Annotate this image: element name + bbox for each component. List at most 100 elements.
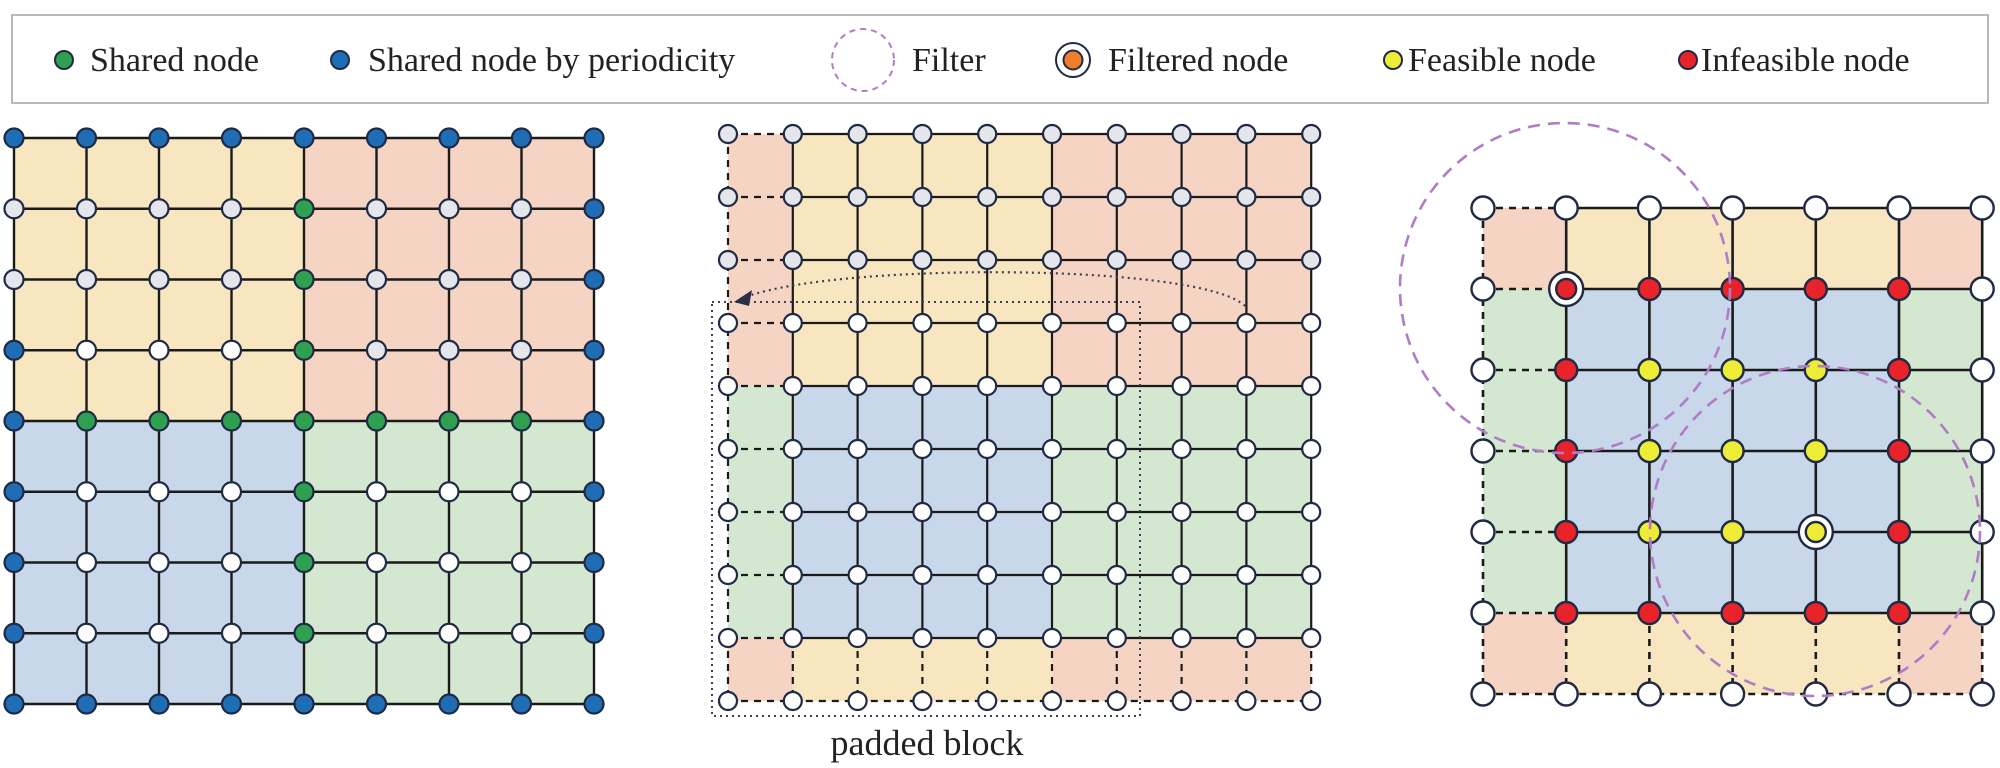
grid-node bbox=[1969, 357, 1995, 383]
grid-node bbox=[1106, 690, 1127, 712]
grid-node bbox=[1106, 123, 1127, 145]
grid-node bbox=[717, 438, 739, 460]
grid-node bbox=[782, 690, 803, 712]
grid-node bbox=[220, 268, 243, 291]
shared-node bbox=[365, 410, 388, 432]
grid-node bbox=[977, 564, 998, 586]
grid-node bbox=[1041, 564, 1063, 586]
infeasible-node bbox=[1886, 600, 1912, 626]
grid-node bbox=[365, 551, 388, 574]
grid-node bbox=[220, 622, 243, 644]
arrow-head-icon bbox=[734, 290, 752, 306]
grid-node bbox=[912, 375, 933, 397]
grid-node bbox=[75, 339, 98, 361]
grid-node bbox=[912, 627, 933, 649]
padded-block-caption: padded block bbox=[831, 723, 1024, 763]
grid-node bbox=[148, 339, 170, 361]
periodic-node bbox=[3, 622, 25, 644]
grid-node bbox=[1236, 249, 1257, 271]
legend-label-filtered: Filtered node bbox=[1108, 42, 1288, 79]
periodic-node bbox=[293, 693, 315, 715]
periodic-node bbox=[583, 127, 605, 149]
shared-node bbox=[510, 410, 533, 432]
grid-node bbox=[1969, 276, 1995, 302]
grid-node bbox=[1969, 600, 1995, 626]
grid-node bbox=[365, 198, 388, 220]
shared-node bbox=[293, 339, 315, 361]
grid-node bbox=[75, 622, 98, 644]
grid-node bbox=[1236, 690, 1257, 712]
grid-node bbox=[847, 312, 868, 334]
grid-node bbox=[1470, 195, 1496, 221]
grid-node bbox=[1301, 690, 1322, 712]
grid-node bbox=[1636, 195, 1663, 221]
padded-region bbox=[1899, 613, 1983, 694]
grid-node bbox=[1553, 681, 1579, 707]
periodic-node bbox=[365, 127, 388, 149]
periodic-node bbox=[583, 268, 605, 291]
grid-node bbox=[365, 481, 388, 503]
grid-node bbox=[912, 501, 933, 523]
grid-node bbox=[912, 690, 933, 712]
filtered-node bbox=[1554, 277, 1578, 301]
grid-node bbox=[1470, 600, 1496, 626]
infeasible-node bbox=[1720, 600, 1745, 626]
grid-node bbox=[438, 622, 460, 644]
grid-node bbox=[1719, 681, 1746, 707]
grid-node bbox=[717, 186, 739, 208]
feasible-node bbox=[1637, 357, 1662, 383]
grid-node bbox=[1171, 501, 1192, 523]
periodic-node bbox=[75, 693, 98, 715]
periodic-node bbox=[583, 410, 605, 432]
grid-node bbox=[847, 690, 868, 712]
grid-node bbox=[782, 438, 803, 460]
filtered-node-swatch bbox=[1062, 49, 1084, 71]
grid-node bbox=[912, 438, 933, 460]
grid-node bbox=[847, 564, 868, 586]
grid-node bbox=[847, 375, 868, 397]
grid-node bbox=[148, 268, 170, 291]
feasible-node bbox=[1637, 438, 1662, 464]
grid-node bbox=[717, 690, 739, 712]
grid-node bbox=[1171, 375, 1192, 397]
periodic-node bbox=[583, 693, 605, 715]
infeasible-node bbox=[1553, 357, 1579, 383]
periodic-node bbox=[3, 693, 25, 715]
periodic-node bbox=[220, 693, 243, 715]
grid-node bbox=[1301, 312, 1322, 334]
legend-label-feasible: Feasible node bbox=[1408, 42, 1596, 79]
grid-node bbox=[847, 501, 868, 523]
shared-node bbox=[220, 410, 243, 432]
grid-node bbox=[3, 198, 25, 220]
grid-node bbox=[1236, 186, 1257, 208]
grid-node bbox=[1470, 681, 1496, 707]
periodic-node bbox=[148, 693, 170, 715]
grid-node bbox=[1041, 375, 1063, 397]
grid-node bbox=[912, 123, 933, 145]
shared-node-swatch bbox=[54, 50, 74, 70]
panel-padded-block bbox=[711, 123, 1322, 717]
grid-node bbox=[510, 622, 533, 644]
infeasible-node bbox=[1553, 519, 1579, 545]
grid-node bbox=[782, 249, 803, 271]
periodic-node bbox=[510, 127, 533, 149]
grid-node bbox=[1969, 519, 1995, 545]
padded-region bbox=[1483, 613, 1567, 694]
feasible-node bbox=[1720, 357, 1745, 383]
grid-node bbox=[1470, 519, 1496, 545]
grid-node bbox=[438, 339, 460, 361]
grid-node bbox=[220, 481, 243, 503]
periodic-node bbox=[583, 622, 605, 644]
grid-node bbox=[1886, 681, 1912, 707]
grid-node bbox=[1470, 438, 1496, 464]
grid-node bbox=[782, 501, 803, 523]
infeasible-node bbox=[1637, 276, 1662, 302]
infeasible-node bbox=[1553, 600, 1579, 626]
legend-label-shared: Shared node bbox=[90, 42, 259, 79]
grid-node bbox=[1969, 438, 1995, 464]
grid-node bbox=[1171, 564, 1192, 586]
panel-filter-feasibility bbox=[1398, 121, 1995, 707]
grid-node bbox=[1106, 375, 1127, 397]
grid-node bbox=[1041, 627, 1063, 649]
infeasible-node bbox=[1637, 600, 1662, 626]
